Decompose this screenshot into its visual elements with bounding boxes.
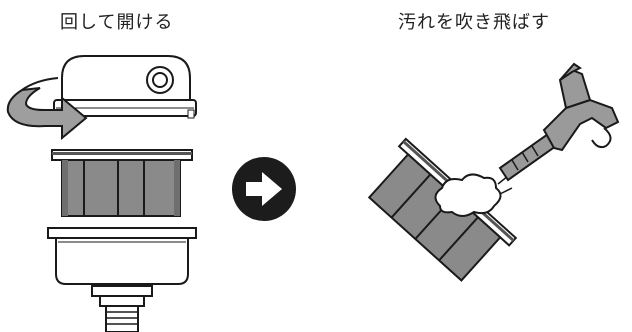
caption-blow: 汚れを吹き飛ばす [398, 12, 550, 33]
tilted-filter-cartridge [367, 137, 518, 282]
filter-bowl [47, 227, 197, 332]
caption-open: 回して開ける [60, 12, 174, 33]
filter-cartridge [51, 149, 193, 217]
rotate-arrow-icon [6, 77, 88, 141]
dust-cloud-icon [434, 173, 513, 217]
housing-cap [53, 55, 197, 119]
air-blow-gun-icon [498, 62, 620, 182]
right-arrow-circle-icon [232, 157, 296, 221]
